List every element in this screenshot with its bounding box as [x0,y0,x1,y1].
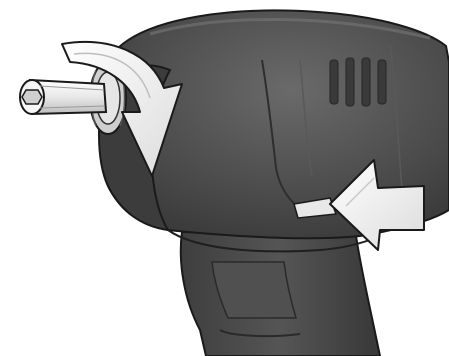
hex-bit [20,80,106,114]
